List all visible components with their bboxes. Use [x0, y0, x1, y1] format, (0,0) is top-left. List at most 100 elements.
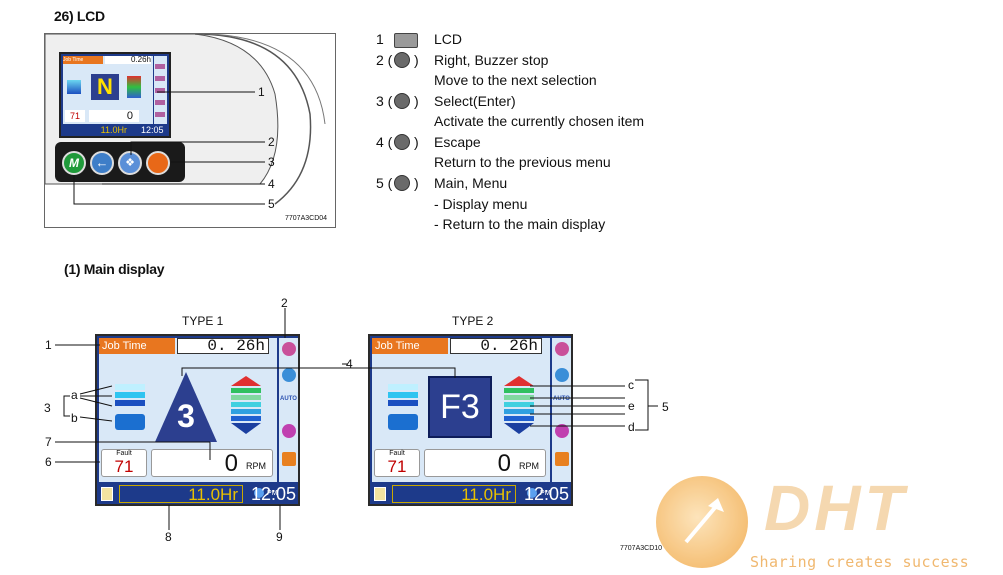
eco-icon — [555, 424, 569, 438]
callout-5: 5 — [662, 400, 669, 414]
hourglass-icon — [374, 487, 386, 501]
wiper-icon — [115, 414, 145, 430]
figure-callout-5: 5 — [268, 197, 275, 211]
fault-label: Fault — [389, 450, 405, 457]
mini-job-time-value: 0.26h — [105, 56, 151, 64]
callout-4: 4 — [346, 357, 353, 371]
fan-icon — [282, 368, 296, 382]
fault-label: Fault — [116, 450, 132, 457]
mini-level-bars — [127, 76, 141, 98]
watermark-logo-circle — [656, 476, 748, 568]
work-mode-icon — [282, 452, 296, 466]
type1-title: TYPE 1 — [182, 314, 224, 328]
fault-value: 71 — [114, 457, 134, 476]
figure-code: 7707A3CD10 — [620, 545, 663, 552]
mini-screen: Job Time 0.26h N 71 0 11.0Hr 12:05 — [59, 52, 171, 138]
main-display-title: (1) Main display — [64, 261, 165, 277]
wiper-icon — [388, 414, 418, 430]
rpm-value: 0 — [497, 450, 511, 477]
job-time-label: Job Time — [372, 338, 448, 354]
horn-icon — [282, 342, 296, 356]
lcd-panel-figure: Job Time 0.26h N 71 0 11.0Hr 12:05 M ← ❖… — [44, 33, 336, 228]
main-menu-icon — [394, 175, 410, 191]
work-mode-icon — [555, 452, 569, 466]
clock-value: 12:05 — [523, 484, 569, 504]
pm-label: PM — [540, 490, 551, 497]
pm-label: PM — [267, 490, 278, 497]
gear-triangle — [155, 372, 217, 442]
indicator-bars — [115, 384, 145, 408]
auto-icon: AUTO — [553, 396, 570, 402]
callout-e: e — [628, 399, 635, 413]
level-bars — [504, 376, 534, 434]
clock-icon — [254, 488, 264, 498]
auto-icon: AUTO — [280, 396, 297, 402]
status-bar: 11.0Hr PM 12:05 — [372, 484, 571, 504]
right-buzzer-stop-button[interactable] — [146, 151, 170, 175]
type2-display: AUTO Job Time 0. 26h F3 Fault 71 0 RPM 1… — [368, 334, 573, 506]
job-time-value: 0. 26h — [450, 338, 542, 354]
figure-leader-lines — [73, 91, 265, 205]
mini-indicator-bars — [67, 80, 81, 94]
hourglass-icon — [101, 487, 113, 501]
clock-value: 12:05 — [250, 484, 296, 504]
rpm-unit: RPM — [246, 461, 266, 471]
figure-callout-2: 2 — [268, 135, 275, 149]
figure-callout-1: 1 — [258, 85, 265, 99]
callout-7: 7 — [45, 435, 52, 449]
fault-value: 71 — [387, 457, 407, 476]
type1-display: AUTO Job Time 0. 26h 3 Fault 71 0 RPM 11… — [95, 334, 300, 506]
status-bar: 11.0Hr PM 12:05 — [99, 484, 298, 504]
callout-6: 6 — [45, 455, 52, 469]
mini-rpm: 0 — [89, 110, 139, 122]
clock-icon — [527, 488, 537, 498]
mini-job-time: Job Time — [63, 56, 103, 64]
horn-icon — [555, 342, 569, 356]
rpm-box: 0 RPM — [151, 449, 273, 477]
mini-fault: 71 — [65, 110, 85, 122]
fault-box: Fault 71 — [374, 449, 420, 477]
callout-2: 2 — [281, 296, 288, 310]
select-button[interactable]: ❖ — [118, 151, 142, 175]
gear-value: F3 — [428, 376, 492, 438]
fault-box: Fault 71 — [101, 449, 147, 477]
eco-icon — [282, 424, 296, 438]
lcd-icon — [394, 33, 418, 48]
figure-callout-4: 4 — [268, 177, 275, 191]
right-buzzer-stop-icon — [394, 52, 410, 68]
side-icon-column: AUTO — [279, 338, 298, 482]
callout-9: 9 — [276, 530, 283, 544]
indicator-bars — [388, 384, 418, 408]
main-menu-button[interactable]: M — [62, 151, 86, 175]
callout-b: b — [71, 411, 78, 425]
type2-title: TYPE 2 — [452, 314, 494, 328]
escape-icon — [394, 134, 410, 150]
watermark-logo: DHT — [764, 472, 908, 544]
callout-1: 1 — [45, 338, 52, 352]
hour-meter: 11.0Hr — [119, 485, 243, 503]
mini-side-icons — [155, 60, 165, 120]
level-bars — [231, 376, 261, 434]
rpm-box: 0 RPM — [424, 449, 546, 477]
rpm-unit: RPM — [519, 461, 539, 471]
callout-8: 8 — [165, 530, 172, 544]
mini-hours: 11.0Hr — [100, 125, 127, 135]
figure-callout-3: 3 — [268, 155, 275, 169]
job-time-value: 0. 26h — [177, 338, 269, 354]
callout-c: c — [628, 378, 634, 392]
gear-value: 3 — [177, 398, 195, 434]
job-time-label: Job Time — [99, 338, 175, 354]
rpm-value: 0 — [224, 450, 238, 477]
hour-meter: 11.0Hr — [392, 485, 516, 503]
escape-button[interactable]: ← — [90, 151, 114, 175]
select-enter-icon — [394, 93, 410, 109]
mini-gear: N — [91, 74, 119, 100]
mini-clock: 12:05 — [141, 125, 164, 135]
side-icon-column: AUTO — [552, 338, 571, 482]
callout-a: a — [71, 388, 78, 402]
watermark-slogan: Sharing creates success — [750, 553, 970, 571]
section-title: 26) LCD — [54, 8, 105, 24]
callout-3: 3 — [44, 401, 51, 415]
callout-d: d — [628, 420, 635, 434]
